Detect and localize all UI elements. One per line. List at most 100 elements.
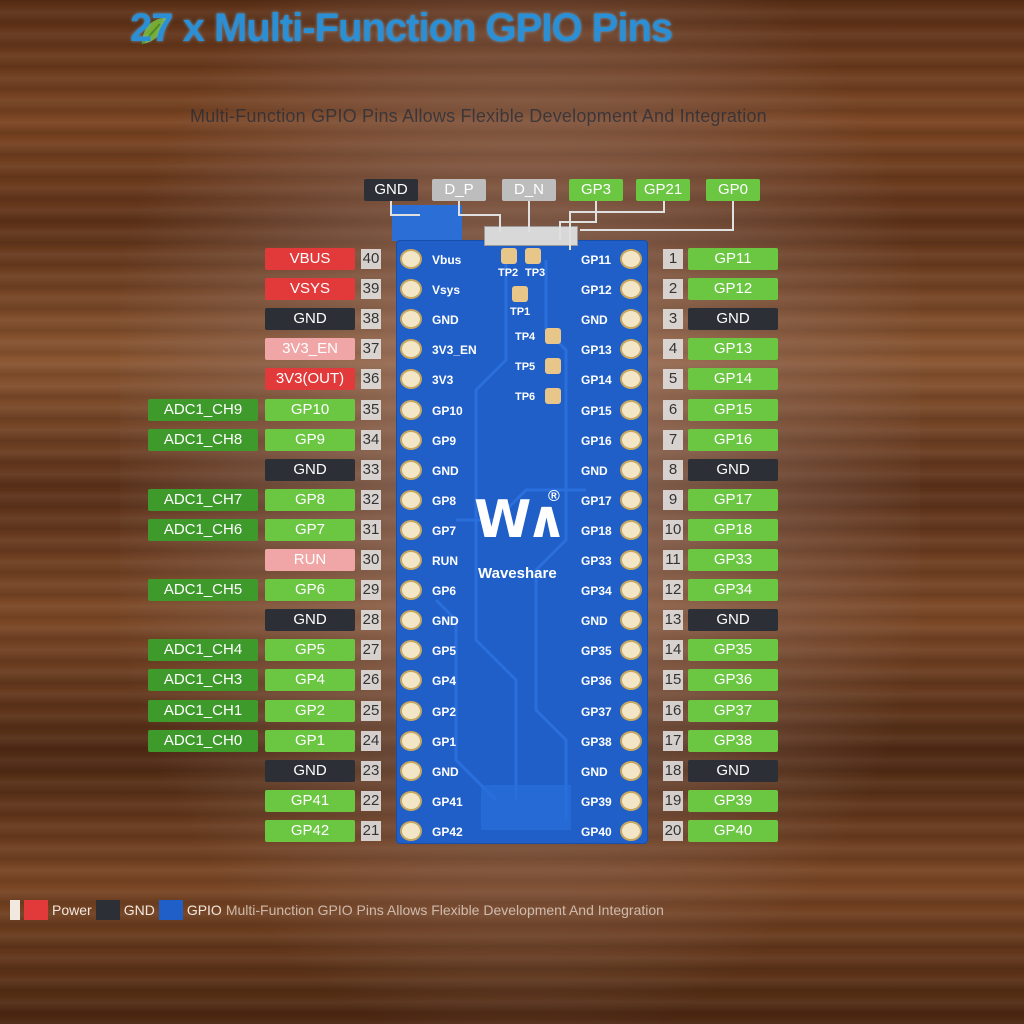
left-pin-number: 38	[361, 309, 381, 329]
tp2-pad	[501, 248, 517, 264]
right-pin-number: 5	[663, 369, 683, 389]
right-pin-pad	[620, 731, 642, 751]
left-pin-number: 37	[361, 339, 381, 359]
left-pin-silkscreen: GP10	[432, 404, 463, 418]
right-pin-number: 6	[663, 400, 683, 420]
left-pin-number: 26	[361, 670, 381, 690]
right-pin-pad	[620, 701, 642, 721]
left-func-label: ADC1_CH9	[148, 399, 258, 421]
left-pin-pad	[400, 249, 422, 269]
tp3-label: TP3	[525, 267, 546, 279]
legend: Power GND GPIO Multi-Function GPIO Pins …	[10, 900, 664, 920]
right-pin-silkscreen: GP34	[581, 584, 612, 598]
left-pin-label: 3V3_EN	[265, 338, 355, 360]
left-func-label: ADC1_CH6	[148, 519, 258, 541]
left-func-label: ADC1_CH8	[148, 429, 258, 451]
left-pin-silkscreen: Vbus	[432, 253, 462, 267]
left-pin-pad	[400, 490, 422, 510]
right-pin-number: 4	[663, 339, 683, 359]
page-subtitle: Multi-Function GPIO Pins Allows Flexible…	[190, 106, 767, 126]
left-pin-silkscreen: GND	[432, 313, 459, 327]
right-pin-label: GP34	[688, 579, 778, 601]
tp1-pad	[512, 286, 528, 302]
right-pin-silkscreen: GP15	[581, 404, 612, 418]
left-pin-label: 3V3(OUT)	[265, 368, 355, 390]
left-pin-pad	[400, 400, 422, 420]
pcb-board	[396, 240, 648, 844]
right-pin-silkscreen: GP37	[581, 705, 612, 719]
right-pin-number: 2	[663, 279, 683, 299]
right-pin-silkscreen: GP33	[581, 554, 612, 568]
waveshare-logo-icon: W∧	[474, 490, 568, 550]
right-pin-number: 7	[663, 430, 683, 450]
right-pin-silkscreen: GP38	[581, 735, 612, 749]
right-pin-pad	[620, 430, 642, 450]
right-pin-label: GP36	[688, 669, 778, 691]
usb-c-connector	[484, 226, 578, 246]
left-pin-label: GND	[265, 760, 355, 782]
left-pin-number: 31	[361, 520, 381, 540]
right-pin-pad	[620, 550, 642, 570]
right-pin-number: 20	[663, 821, 683, 841]
legend-power-label: Power	[52, 902, 92, 918]
brand-name: Waveshare	[478, 565, 557, 582]
right-pin-silkscreen: GP35	[581, 644, 612, 658]
right-pin-number: 12	[663, 580, 683, 600]
left-pin-label: VBUS	[265, 248, 355, 270]
right-pin-number: 18	[663, 761, 683, 781]
left-pin-number: 34	[361, 430, 381, 450]
top-pin-dp: D_P	[432, 179, 486, 201]
left-pin-pad	[400, 309, 422, 329]
left-func-label: ADC1_CH1	[148, 700, 258, 722]
right-pin-pad	[620, 369, 642, 389]
right-pin-pad	[620, 610, 642, 630]
left-pin-silkscreen: GP7	[432, 524, 457, 538]
left-pin-pad	[400, 520, 422, 540]
left-pin-silkscreen: GND	[432, 765, 459, 779]
right-pin-label: GP37	[688, 700, 778, 722]
right-pin-label: GP12	[688, 278, 778, 300]
right-pin-pad	[620, 339, 642, 359]
registered-mark: ®	[548, 488, 560, 505]
left-pin-number: 24	[361, 731, 381, 751]
legend-text: Multi-Function GPIO Pins Allows Flexible…	[225, 902, 664, 918]
legend-gpio-label: GPIO	[186, 902, 222, 918]
left-pin-silkscreen: GP5	[432, 644, 457, 658]
left-pin-number: 30	[361, 550, 381, 570]
right-pin-pad	[620, 821, 642, 841]
left-pin-pad	[400, 460, 422, 480]
legend-bullet	[10, 900, 20, 920]
left-pin-pad	[400, 791, 422, 811]
left-pin-label: GP4	[265, 669, 355, 691]
right-pin-pad	[620, 400, 642, 420]
right-pin-pad	[620, 761, 642, 781]
left-pin-number: 23	[361, 761, 381, 781]
leaf-icon	[141, 18, 166, 45]
right-pin-number: 9	[663, 490, 683, 510]
right-pin-label: GP17	[688, 489, 778, 511]
right-pin-silkscreen: GP40	[581, 825, 612, 839]
right-pin-label: GP16	[688, 429, 778, 451]
tp1-label: TP1	[510, 306, 531, 318]
left-pin-silkscreen: GP6	[432, 584, 457, 598]
legend-gpio-swatch	[158, 900, 183, 920]
right-pin-label: GND	[688, 609, 778, 631]
left-pin-pad	[400, 670, 422, 690]
right-pin-number: 8	[663, 460, 683, 480]
right-pin-label: GP33	[688, 549, 778, 571]
right-pin-silkscreen: GP36	[581, 674, 612, 688]
legend-gnd-swatch	[95, 900, 120, 920]
right-pin-label: GP13	[688, 338, 778, 360]
tp2-label: TP2	[498, 267, 519, 279]
left-pin-pad	[400, 701, 422, 721]
tp3-pad	[525, 248, 541, 264]
tp6-label: TP6	[515, 391, 536, 403]
right-pin-silkscreen: GP39	[581, 795, 612, 809]
right-pin-label: GP40	[688, 820, 778, 842]
left-pin-label: GP1	[265, 730, 355, 752]
right-pin-number: 10	[663, 520, 683, 540]
right-pin-pad	[620, 309, 642, 329]
left-pin-number: 40	[361, 249, 381, 269]
left-pin-number: 35	[361, 400, 381, 420]
left-pin-silkscreen: GP41	[432, 795, 463, 809]
